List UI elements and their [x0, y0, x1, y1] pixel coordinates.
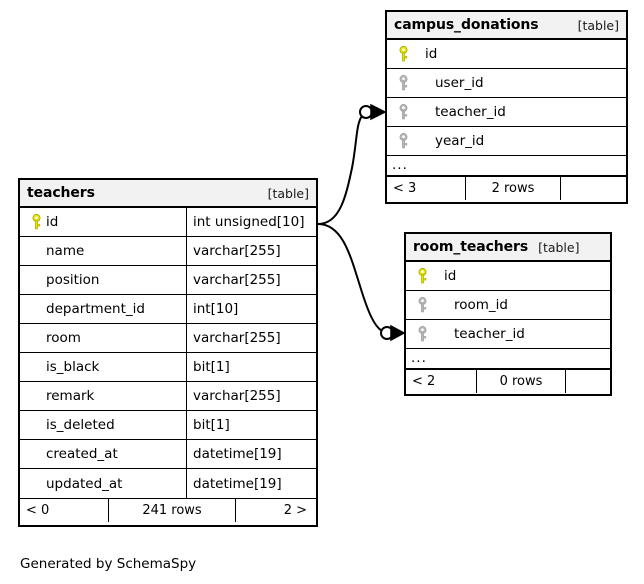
column-type: varchar[255]	[193, 243, 281, 259]
child-count[interactable]	[561, 177, 623, 200]
column-row-room-teachers-room-id[interactable]: room_id	[406, 291, 610, 320]
column-row-teachers-is-deleted[interactable]: is_deleted bit[1]	[20, 411, 316, 440]
edge-teachers-id-to-campus-donations-teacher-id	[317, 103, 387, 225]
column-name: position	[46, 272, 100, 288]
foreign-key-icon	[393, 104, 413, 120]
foreign-key-icon	[412, 326, 432, 342]
table-header-room-teachers: room_teachers [table]	[406, 234, 610, 262]
column-name: remark	[46, 388, 95, 404]
column-name: updated_at	[46, 475, 123, 492]
generated-by-caption: Generated by SchemaSpy	[20, 556, 197, 572]
column-type: int[10]	[193, 301, 239, 317]
column-type: bit[1]	[193, 359, 230, 375]
column-type: varchar[255]	[193, 330, 281, 346]
table-header-teachers: teachers [table]	[20, 180, 316, 208]
column-row-teachers-department-id[interactable]: department_id int[10]	[20, 295, 316, 324]
column-type: bit[1]	[193, 417, 230, 433]
table-campus-donations[interactable]: campus_donations [table] id	[385, 10, 628, 204]
column-name: id	[46, 214, 59, 230]
parent-count[interactable]: < 3	[393, 181, 417, 196]
row-count: 241 rows	[108, 499, 236, 522]
table-header-campus-donations: campus_donations [table]	[387, 12, 626, 40]
column-row-teachers-updated-at[interactable]: updated_at datetime[19]	[20, 469, 316, 498]
column-name: name	[46, 243, 85, 259]
column-row-teachers-name[interactable]: name varchar[255]	[20, 237, 316, 266]
parent-count[interactable]: < 0	[26, 503, 50, 518]
column-type: varchar[255]	[193, 388, 281, 404]
column-row-campus-donations-id[interactable]: id	[387, 40, 626, 69]
primary-key-icon	[26, 214, 46, 230]
child-count[interactable]	[566, 370, 606, 393]
column-row-teachers-position[interactable]: position varchar[255]	[20, 266, 316, 295]
table-type-tag: [table]	[538, 239, 580, 255]
table-title: campus_donations	[394, 17, 539, 33]
column-row-room-teachers-teacher-id[interactable]: teacher_id	[406, 320, 610, 349]
more-columns-ellipsis: ...	[387, 156, 626, 176]
foreign-key-icon	[412, 297, 432, 313]
column-name: department_id	[46, 301, 145, 317]
table-teachers[interactable]: teachers [table] id int unsigned[10]	[18, 178, 318, 527]
foreign-key-icon	[393, 75, 413, 91]
more-columns-ellipsis: ...	[406, 349, 610, 369]
column-row-campus-donations-year-id[interactable]: year_id	[387, 127, 626, 156]
table-footer-teachers: < 0 241 rows 2 >	[20, 498, 316, 522]
column-name: created_at	[46, 446, 118, 462]
column-type: int unsigned[10]	[193, 214, 305, 230]
edge-teachers-id-to-room-teachers-teacher-id	[317, 223, 406, 342]
primary-key-icon	[412, 268, 432, 284]
column-name: id	[425, 46, 438, 62]
column-name: room	[46, 330, 81, 346]
column-row-room-teachers-id[interactable]: id	[406, 262, 610, 291]
column-name: room_id	[454, 297, 508, 313]
column-row-campus-donations-teacher-id[interactable]: teacher_id	[387, 98, 626, 127]
table-type-tag: [table]	[577, 17, 619, 33]
column-name: is_black	[46, 359, 100, 375]
table-type-tag: [table]	[267, 185, 309, 201]
column-name: is_deleted	[46, 417, 115, 433]
table-footer-campus-donations: < 3 2 rows	[387, 176, 626, 200]
foreign-key-icon	[393, 133, 413, 149]
parent-count[interactable]: < 2	[412, 374, 436, 389]
table-title: room_teachers	[413, 239, 529, 255]
column-name: teacher_id	[435, 104, 506, 120]
column-row-teachers-remark[interactable]: remark varchar[255]	[20, 382, 316, 411]
column-type: datetime[19]	[193, 475, 282, 492]
table-footer-room-teachers: < 2 0 rows	[406, 369, 610, 393]
column-name: year_id	[435, 133, 485, 149]
column-row-campus-donations-user-id[interactable]: user_id	[387, 69, 626, 98]
table-title: teachers	[27, 185, 95, 201]
row-count: 2 rows	[465, 177, 561, 200]
column-name: id	[444, 268, 457, 284]
column-type: datetime[19]	[193, 446, 282, 462]
column-type: varchar[255]	[193, 272, 281, 288]
column-name: teacher_id	[454, 326, 525, 342]
column-row-teachers-room[interactable]: room varchar[255]	[20, 324, 316, 353]
column-name: user_id	[435, 75, 484, 91]
table-room-teachers[interactable]: room_teachers [table] id	[404, 232, 612, 396]
column-row-teachers-created-at[interactable]: created_at datetime[19]	[20, 440, 316, 469]
child-count[interactable]: 2 >	[283, 503, 307, 518]
row-count: 0 rows	[476, 370, 566, 393]
primary-key-icon	[393, 46, 413, 62]
column-row-teachers-id[interactable]: id int unsigned[10]	[20, 208, 316, 237]
column-row-teachers-is-black[interactable]: is_black bit[1]	[20, 353, 316, 382]
